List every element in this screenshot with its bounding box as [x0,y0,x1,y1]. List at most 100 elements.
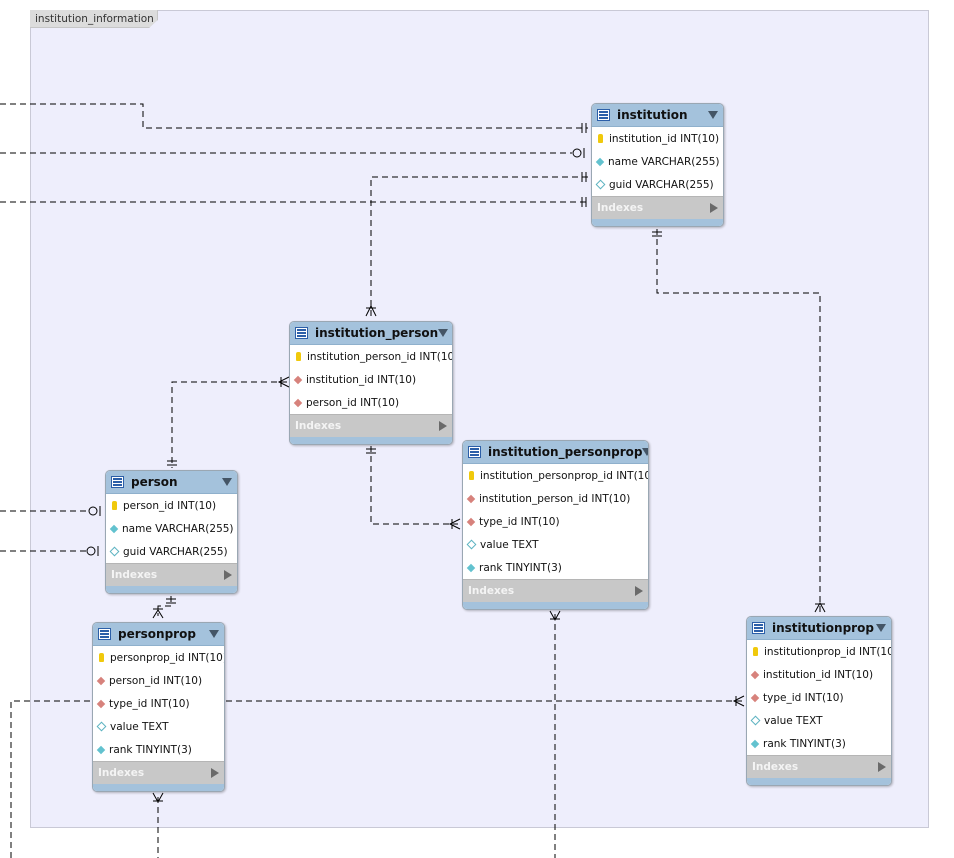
relationship-line [370,176,588,318]
collapse-arrow-icon[interactable] [642,448,648,456]
table-header[interactable]: institution_personprop [463,441,648,464]
relationship-line [656,229,821,612]
column-text: type_id INT(10) [479,515,560,528]
collapse-arrow-icon[interactable] [222,478,232,486]
expand-arrow-icon[interactable] [635,586,643,596]
indexes-section[interactable]: Indexes [93,761,224,784]
column-text: institution_id INT(10) [763,668,874,681]
not-null-column-icon [750,739,760,748]
table-icon [752,622,765,634]
column-row[interactable]: personprop_id INT(10) [93,646,224,669]
table-icon [98,628,111,640]
column-text: value TEXT [480,538,539,551]
collapse-arrow-icon[interactable] [876,624,886,632]
indexes-section[interactable]: Indexes [290,414,452,437]
expand-arrow-icon[interactable] [224,570,232,580]
collapse-arrow-icon[interactable] [209,630,219,638]
column-row[interactable]: rank TINYINT(3) [747,732,891,755]
expand-arrow-icon[interactable] [878,762,886,772]
table-name: institution_personprop [488,445,643,459]
column-row[interactable]: institution_personprop_id INT(10) [463,464,648,487]
column-row[interactable]: type_id INT(10) [747,686,891,709]
column-text: institution_id INT(10) [609,132,720,145]
column-row[interactable]: institution_person_id INT(10) [290,345,452,368]
column-row[interactable]: person_id INT(10) [93,669,224,692]
relationship-line [157,596,172,616]
column-row[interactable]: value TEXT [93,715,224,738]
column-row[interactable]: institution_person_id INT(10) [463,487,648,510]
table-institutionprop[interactable]: institutionprop institutionprop_id INT(1… [746,616,892,786]
relationship-line [370,446,458,525]
column-row[interactable]: institution_id INT(10) [592,127,723,150]
nullable-column-icon [750,715,761,726]
column-text: person_id INT(10) [306,396,400,409]
relationship-line [171,381,287,468]
table-icon [295,327,308,339]
expand-arrow-icon[interactable] [710,203,718,213]
table-footer [106,586,237,593]
collapse-arrow-icon[interactable] [708,111,718,119]
column-text: person_id INT(10) [109,674,203,687]
nullable-column-icon [96,721,107,732]
column-row[interactable]: value TEXT [463,533,648,556]
relationship-line [10,700,90,858]
column-row[interactable]: type_id INT(10) [463,510,648,533]
column-row[interactable]: type_id INT(10) [93,692,224,715]
nullable-column-icon [466,539,477,550]
indexes-label: Indexes [98,767,145,779]
column-text: institution_person_id INT(10) [479,492,631,505]
column-text: type_id INT(10) [763,691,844,704]
table-header[interactable]: person [106,471,237,494]
column-row[interactable]: institution_id INT(10) [290,368,452,391]
expand-arrow-icon[interactable] [211,768,219,778]
column-text: name VARCHAR(255) [122,522,234,535]
column-text: name VARCHAR(255) [608,155,720,168]
column-row[interactable]: guid VARCHAR(255) [592,173,723,196]
column-row[interactable]: name VARCHAR(255) [592,150,723,173]
column-text: rank TINYINT(3) [763,737,846,750]
indexes-section[interactable]: Indexes [106,563,237,586]
expand-arrow-icon[interactable] [439,421,447,431]
column-text: rank TINYINT(3) [109,743,192,756]
column-text: institution_id INT(10) [306,373,417,386]
column-text: value TEXT [764,714,823,727]
column-row[interactable]: rank TINYINT(3) [463,556,648,579]
table-icon [468,446,481,458]
column-row[interactable]: person_id INT(10) [106,494,237,517]
foreign-key-icon [96,699,106,708]
indexes-section[interactable]: Indexes [463,579,648,602]
table-institution-personprop[interactable]: institution_personprop institution_perso… [462,440,649,610]
column-row[interactable]: rank TINYINT(3) [93,738,224,761]
indexes-section[interactable]: Indexes [592,196,723,219]
collapse-arrow-icon[interactable] [438,329,449,337]
column-row[interactable]: name VARCHAR(255) [106,517,237,540]
table-header[interactable]: institutionprop [747,617,891,640]
foreign-key-icon [96,676,106,685]
column-row[interactable]: guid VARCHAR(255) [106,540,237,563]
table-person[interactable]: person person_id INT(10) name VARCHAR(25… [105,470,238,594]
column-text: type_id INT(10) [109,697,190,710]
column-row[interactable]: institution_id INT(10) [747,663,891,686]
table-header[interactable]: personprop [93,623,224,646]
indexes-section[interactable]: Indexes [747,755,891,778]
column-row[interactable]: institutionprop_id INT(10) [747,640,891,663]
foreign-key-icon [293,398,303,407]
column-text: institution_person_id INT(10) [307,350,453,363]
table-footer [290,437,452,444]
column-row[interactable]: person_id INT(10) [290,391,452,414]
table-footer [463,602,648,609]
layer-title: institution_information [30,10,158,28]
table-icon [597,109,610,121]
table-institution-person[interactable]: institution_person institution_person_id… [289,321,453,445]
table-icon [111,476,124,488]
table-name: institution [617,108,688,122]
column-row[interactable]: value TEXT [747,709,891,732]
not-null-column-icon [595,157,605,166]
indexes-label: Indexes [752,761,799,773]
table-header[interactable]: institution_person [290,322,452,345]
table-header[interactable]: institution [592,104,723,127]
table-personprop[interactable]: personprop personprop_id INT(10) person_… [92,622,225,792]
column-text: guid VARCHAR(255) [609,178,714,191]
table-institution[interactable]: institution institution_id INT(10) name … [591,103,724,227]
